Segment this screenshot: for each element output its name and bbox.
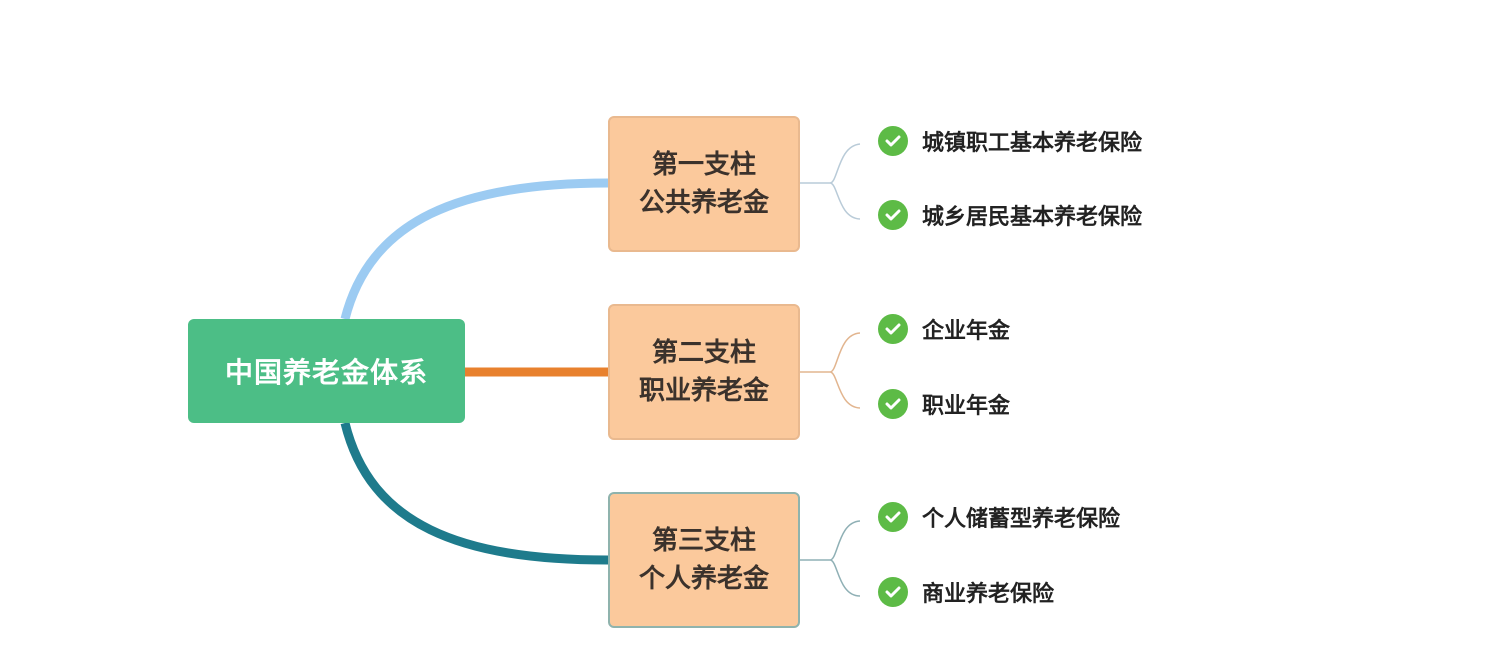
leaf-node[interactable]: 城乡居民基本养老保险 xyxy=(878,198,1142,232)
pillar-title: 第二支柱 xyxy=(651,338,756,368)
leaf-node[interactable]: 职业年金 xyxy=(878,387,1010,421)
bracket-pillar-3 xyxy=(798,520,861,597)
pillar-subtitle: 个人养老金 xyxy=(638,564,769,594)
leaf-node[interactable]: 商业养老保险 xyxy=(878,575,1054,609)
pillar-node-1[interactable]: 第一支柱 公共养老金 xyxy=(608,116,800,252)
leaf-node[interactable]: 企业年金 xyxy=(878,312,1010,346)
pillar-title: 第一支柱 xyxy=(651,150,756,180)
leaf-label: 职业年金 xyxy=(922,394,1011,419)
pillar-subtitle: 公共养老金 xyxy=(638,188,769,218)
root-node[interactable]: 中国养老金体系 xyxy=(188,319,465,423)
check-circle-icon xyxy=(878,200,908,230)
check-circle-icon xyxy=(878,502,908,532)
check-circle-icon xyxy=(878,389,908,419)
leaf-label: 企业年金 xyxy=(922,319,1011,344)
check-circle-icon xyxy=(878,577,908,607)
leaf-node[interactable]: 城镇职工基本养老保险 xyxy=(878,124,1142,158)
bracket-pillar-2 xyxy=(798,332,861,409)
check-circle-icon xyxy=(878,314,908,344)
connector-pillar-3 xyxy=(340,421,609,565)
leaf-label: 个人储蓄型养老保险 xyxy=(922,507,1121,532)
bracket-pillar-1 xyxy=(798,143,861,220)
check-circle-icon xyxy=(878,126,908,156)
leaf-label: 商业养老保险 xyxy=(922,582,1055,607)
connector-pillar-1 xyxy=(340,178,609,321)
leaf-label: 城乡居民基本养老保险 xyxy=(922,205,1143,230)
pillar-title: 第三支柱 xyxy=(651,526,756,556)
leaf-label: 城镇职工基本养老保险 xyxy=(922,131,1143,156)
pillar-node-2[interactable]: 第二支柱 职业养老金 xyxy=(608,304,800,440)
leaf-node[interactable]: 个人储蓄型养老保险 xyxy=(878,500,1120,534)
pillar-node-3[interactable]: 第三支柱 个人养老金 xyxy=(608,492,800,628)
pillar-subtitle: 职业养老金 xyxy=(638,376,769,406)
